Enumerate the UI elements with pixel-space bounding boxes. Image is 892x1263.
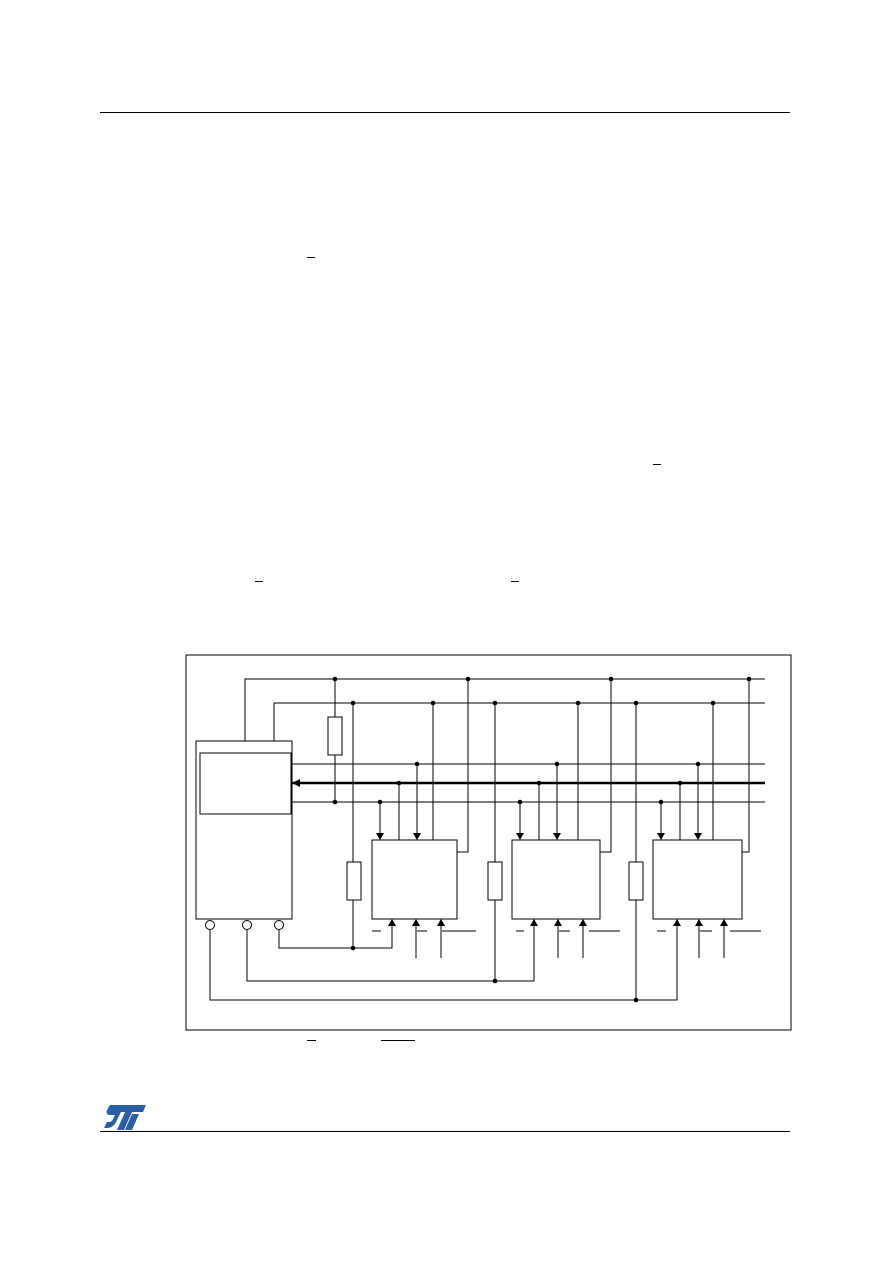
overbar-mark [653, 464, 661, 465]
overbar-mark [307, 1040, 316, 1041]
junction-dots [332, 676, 752, 1003]
master-pin-3 [274, 920, 284, 930]
bus-line-1 [244, 678, 765, 741]
header-rule [100, 112, 790, 113]
st-logo [104, 1105, 146, 1130]
pullup-resistor [327, 716, 343, 756]
resistor-3 [628, 861, 644, 901]
overbar-mark [255, 581, 263, 582]
overbar-mark [381, 1040, 415, 1041]
device-block-2 [511, 839, 601, 920]
overbar-mark [307, 257, 315, 258]
master-inner-block [199, 752, 292, 815]
device-block-1 [371, 839, 458, 920]
arrow-left [292, 779, 300, 787]
resistor-1 [346, 861, 362, 901]
footer-rule [100, 1131, 790, 1132]
device-block-3 [652, 839, 743, 920]
figure-frame [185, 654, 792, 1031]
overbar-mark [511, 581, 519, 582]
master-pin-2 [242, 920, 252, 930]
resistor-2 [487, 861, 503, 901]
bus-line-2 [273, 702, 765, 741]
master-pin-1 [205, 920, 215, 930]
master-block [195, 740, 293, 920]
